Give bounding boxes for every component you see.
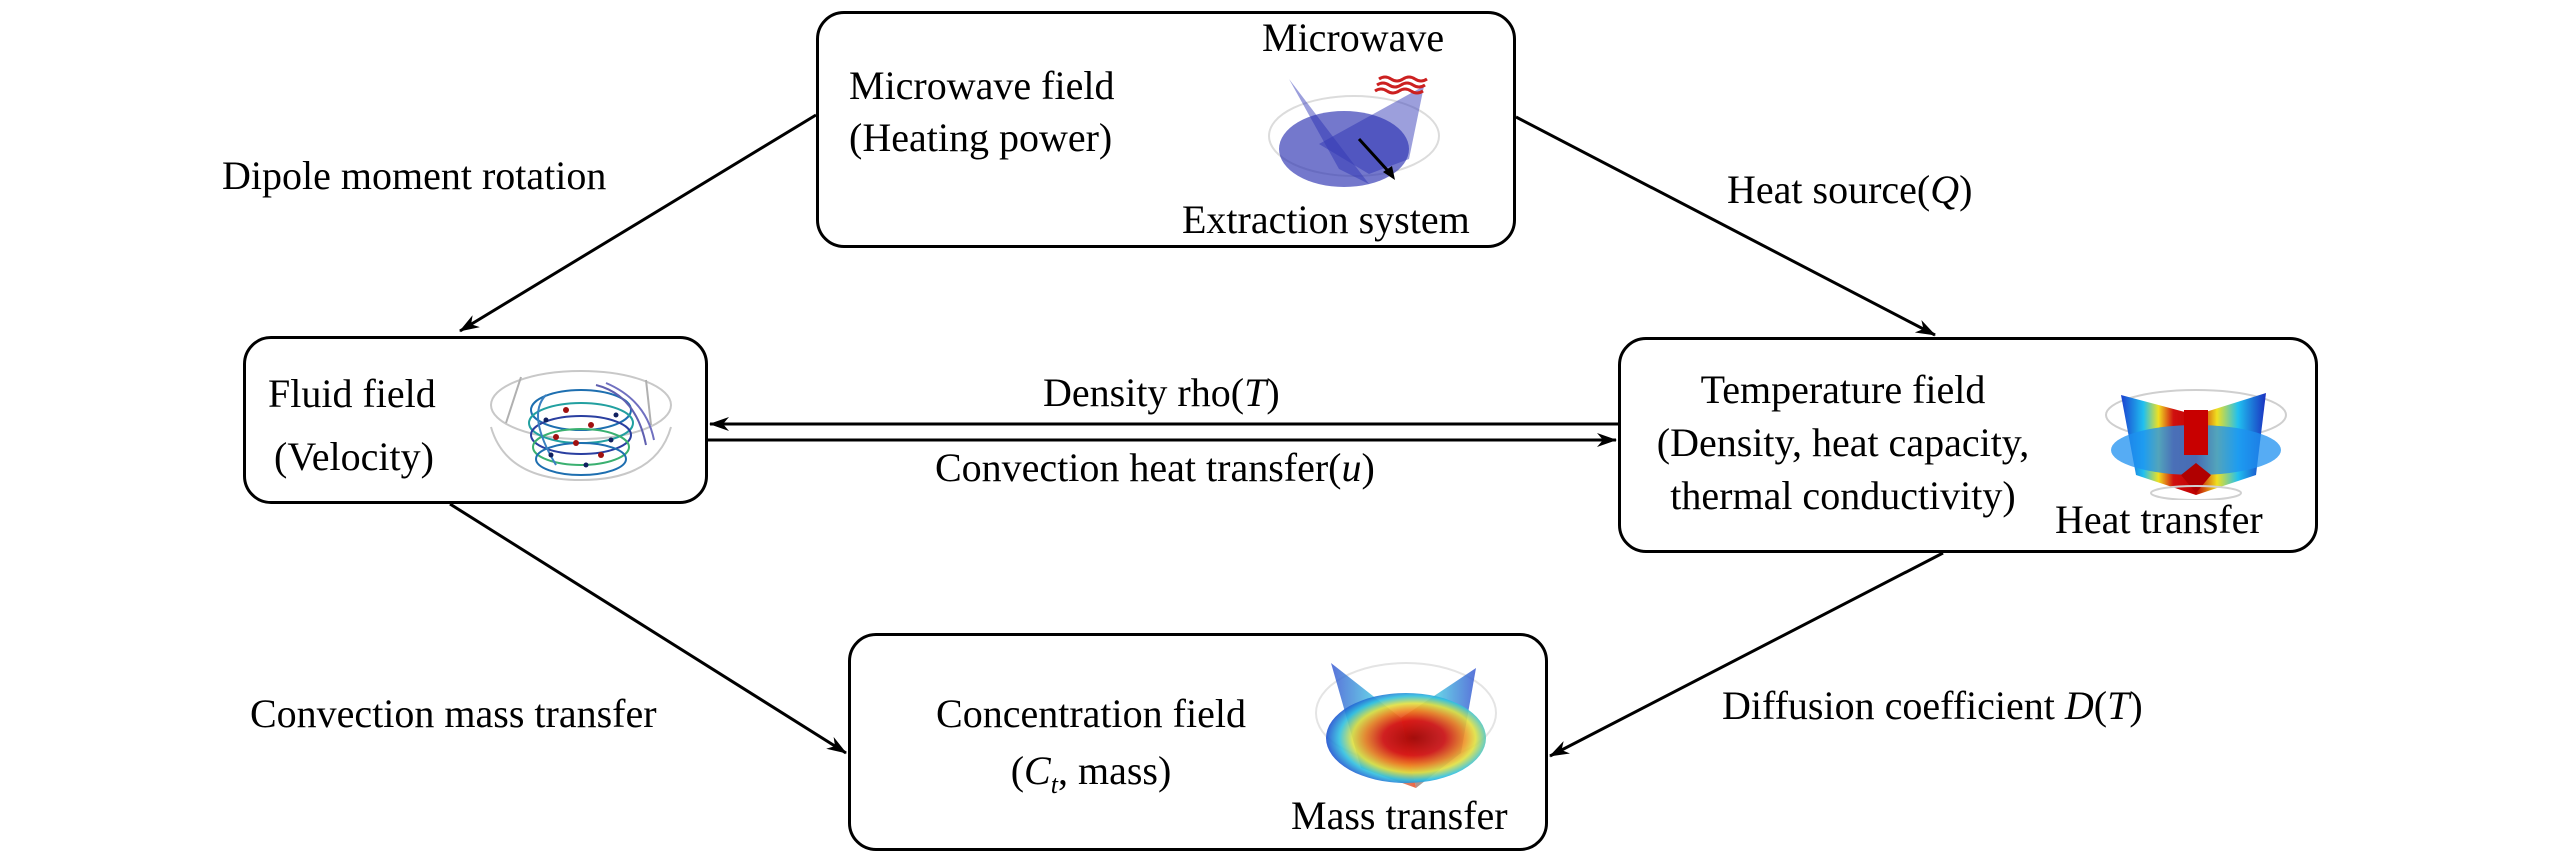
label-text: Density rho( [1043, 370, 1245, 415]
label-text: ) [1266, 370, 1280, 415]
label-text: Diffusion coefficient [1722, 683, 2065, 728]
label-text: , mass) [1057, 748, 1172, 793]
label-text: ( [2093, 683, 2108, 728]
edge-label-heat-source: Heat source(Q) [1727, 170, 1972, 210]
concentration-distribution-icon [1315, 662, 1497, 788]
node-microwave-field: Microwave field (Heating power) Microwav… [816, 11, 1516, 248]
icon-caption: Heat transfer [2055, 497, 2263, 542]
label-variable: u [1341, 445, 1362, 490]
microwave-extraction-system-icon [1268, 75, 1440, 187]
node-subtitle: (Ct, mass) [891, 751, 1291, 798]
label-variable: T [1244, 370, 1267, 415]
icon-caption: Microwave [1262, 15, 1445, 60]
node-title: Concentration field [936, 691, 1246, 736]
temperature-distribution-icon [2105, 389, 2287, 500]
arrow-microwave-to-temperature [1515, 115, 1936, 337]
icon-caption: Extraction system [1182, 197, 1470, 242]
label-text: Heat source( [1727, 167, 1931, 212]
node-subtitle: (Velocity) [274, 434, 434, 479]
velocity-streamlines-icon [490, 370, 672, 482]
label-variable: D [2064, 683, 2094, 728]
node-concentration-field: Concentration field (Ct, mass) Mass tran… [848, 633, 1548, 851]
edge-label-convection-mass-transfer: Convection mass transfer [250, 691, 657, 736]
edge-label-convection-heat-transfer: Convection heat transfer(u) [935, 448, 1375, 488]
edge-label-dipole-moment-rotation: Dipole moment rotation [222, 153, 607, 198]
node-subtitle: (Heating power) [849, 115, 1113, 160]
label-text: ( [1010, 748, 1025, 793]
node-fluid-field: Fluid field (Velocity) [243, 336, 708, 504]
edge-label-diffusion-coefficient: Diffusion coefficient D(T) [1722, 686, 2143, 726]
node-property-line: thermal conductivity) [1670, 473, 2016, 518]
arrow-microwave-to-fluid [459, 113, 817, 333]
label-text: ) [2129, 683, 2143, 728]
node-title: Temperature field [1700, 367, 1986, 412]
label-variable: T [2107, 683, 2130, 728]
node-title: Fluid field [268, 371, 436, 416]
icon-caption: Mass transfer [1291, 793, 1508, 838]
label-text: ) [1959, 167, 1973, 212]
label-text: ) [1361, 445, 1375, 490]
node-temperature-field: Temperature field (Density, heat capacit… [1618, 337, 2318, 553]
label-subscript: t [1050, 770, 1058, 799]
label-variable: Q [1930, 167, 1960, 212]
edge-label-density-rho: Density rho(T) [1043, 373, 1280, 413]
label-text: Convection heat transfer( [935, 445, 1342, 490]
label-variable: C [1024, 748, 1051, 793]
node-title: Microwave field [849, 63, 1115, 108]
node-property-line: (Density, heat capacity, [1656, 420, 2030, 465]
